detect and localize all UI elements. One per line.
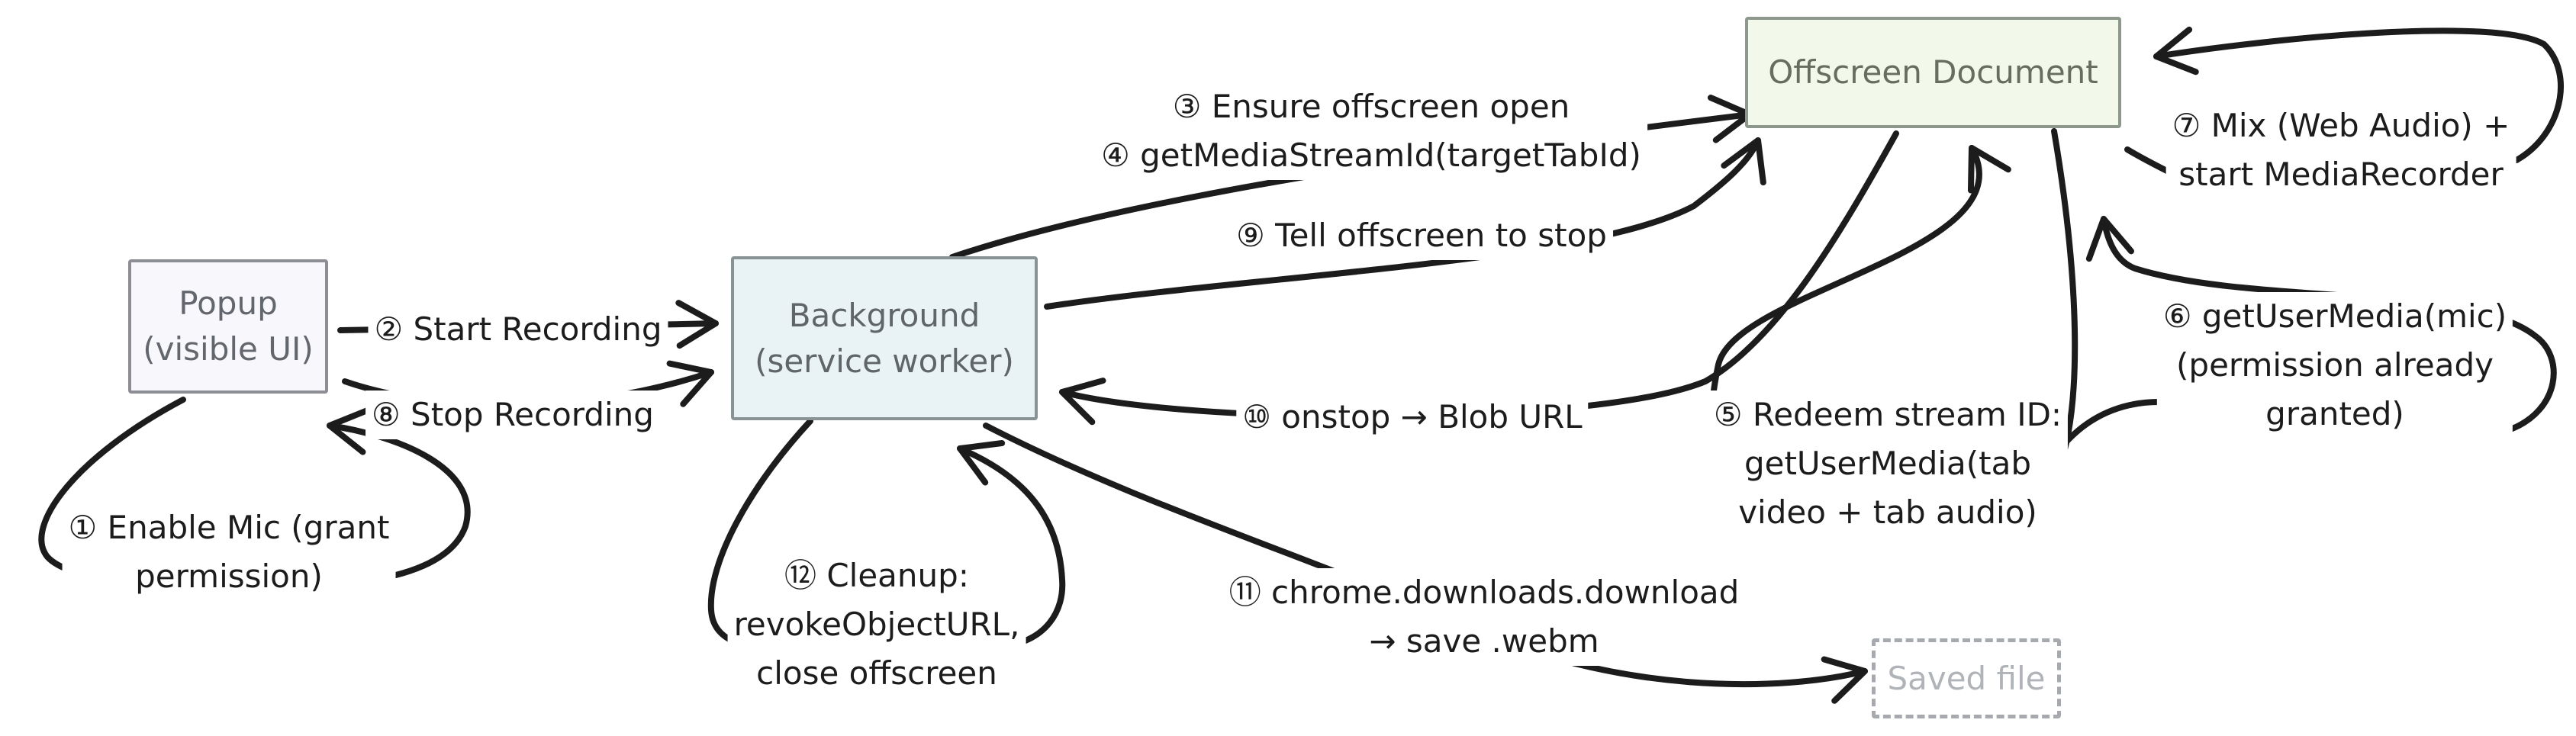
- edge-label-step5: ⑤ Redeem stream ID: getUserMedia(tab vid…: [1707, 390, 2069, 537]
- edge-label-step3-4: ③ Ensure offscreen open ④ getMediaStream…: [1095, 82, 1647, 180]
- node-popup: Popup (visible UI): [128, 259, 328, 394]
- node-saved-file: Saved file: [1872, 638, 2061, 718]
- edge-label-step9: ⑨ Tell offscreen to stop: [1230, 211, 1613, 260]
- node-popup-title: Popup: [179, 284, 278, 322]
- arrow-step10-onstop-blob: [1059, 130, 1899, 426]
- edge-label-step11: ⑪ chrome.downloads.download → save .webm: [1222, 568, 1746, 666]
- edge-label-step12: ⑫ Cleanup: revokeObjectURL, close offscr…: [727, 551, 1026, 698]
- edge-label-step7: ⑦ Mix (Web Audio) + start MediaRecorder: [2165, 101, 2516, 199]
- edge-label-step2: ② Start Recording: [368, 305, 668, 354]
- edge-label-step1: ① Enable Mic (grant permission): [62, 503, 396, 601]
- edge-label-step6: ⑥ getUserMedia(mic) (permission already …: [2156, 292, 2513, 439]
- node-offscreen-title: Offscreen Document: [1768, 53, 2098, 91]
- node-background-title: (service worker): [755, 342, 1014, 380]
- arrow-step7-mix-loop: [2153, 26, 2564, 163]
- node-background-title: Background: [788, 296, 980, 334]
- edge-label-step8: ⑧ Stop Recording: [365, 390, 660, 439]
- edge-label-step10: ⑩ onstop → Blob URL: [1236, 393, 1589, 442]
- node-offscreen: Offscreen Document: [1745, 17, 2121, 128]
- node-background: Background (service worker): [731, 256, 1038, 420]
- node-popup-title: (visible UI): [143, 330, 314, 368]
- node-saved-file-title: Saved file: [1887, 659, 2046, 697]
